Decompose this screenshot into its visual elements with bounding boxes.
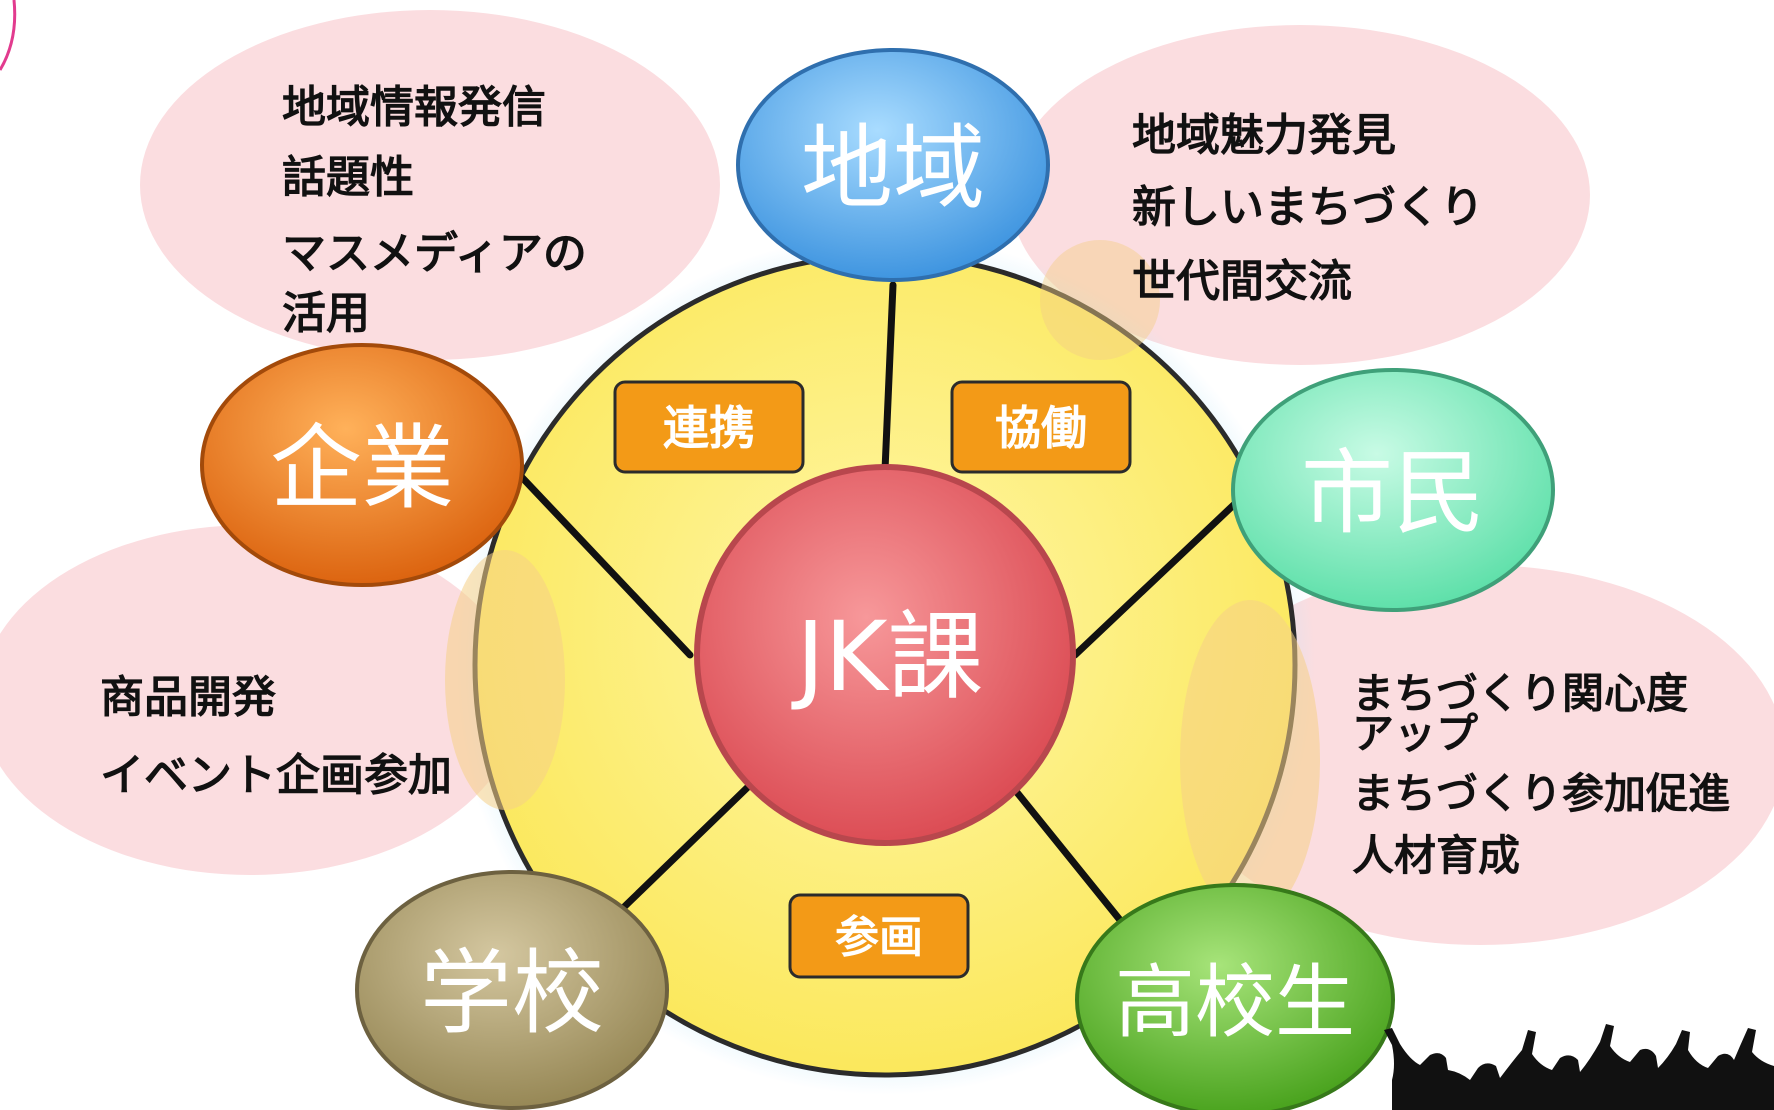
node-kigyo-label: 企業 [270, 415, 454, 522]
tag-renkei-label: 連携 [663, 401, 755, 455]
spoke-koukousei [1011, 786, 1124, 924]
center-node: JK課 [694, 464, 1076, 846]
hub-inner-shade-left [445, 550, 565, 810]
benefit-text-bottom-right: まちづくり関心度 アップ まちづくり参加促進 人材育成 [1352, 669, 1730, 880]
benefit-text-top-left: 地域情報発信 話題性 マスメディアの 活用 [282, 82, 587, 339]
node-koukousei-label: 高校生 [1115, 956, 1355, 1049]
spoke-kigyo [511, 466, 694, 659]
benefit-bottom-left-line-2: イベント企画参加 [100, 750, 452, 801]
benefit-top-right-line-2: 新しいまちづくり [1132, 182, 1484, 233]
spoke-shimin [1071, 476, 1264, 659]
node-shimin: 市民 [1231, 368, 1555, 612]
benefit-top-left-line-3: マスメディアの [282, 228, 587, 279]
node-gakko-label: 学校 [420, 940, 604, 1047]
benefit-bottom-left-line-1: 商品開発 [100, 672, 277, 723]
benefit-top-left-line-1: 地域情報発信 [282, 82, 546, 133]
benefit-bubble-top-right [1010, 25, 1590, 365]
benefit-bottom-right-line-2: アップ [1352, 709, 1478, 758]
benefit-bubble-bottom-right [1175, 565, 1774, 945]
benefit-text-bottom-left: 商品開発 イベント企画参加 [100, 672, 452, 801]
node-chiiki: 地域 [736, 48, 1050, 282]
tag-kyodo-label: 協働 [995, 401, 1087, 455]
benefit-bubble-bottom-left [0, 525, 520, 875]
spokes [511, 281, 1264, 944]
benefit-bottom-right-line-4: 人材育成 [1352, 831, 1520, 880]
benefit-top-right-line-3: 世代間交流 [1132, 256, 1352, 307]
crowd-silhouette-icon [1384, 1024, 1774, 1110]
benefit-top-left-line-4: 活用 [282, 288, 370, 339]
node-gakko: 学校 [355, 870, 669, 1110]
tag-renkei: 連携 [613, 380, 805, 474]
tag-sankaku-label: 参画 [835, 912, 923, 963]
benefit-text-top-right: 地域魅力発見 新しいまちづくり 世代間交流 [1132, 110, 1484, 307]
node-shimin-label: 市民 [1301, 440, 1485, 547]
tag-kyodo: 協働 [950, 380, 1132, 474]
tag-sankaku: 参画 [788, 893, 970, 979]
benefit-bottom-right-line-1: まちづくり関心度 [1352, 669, 1688, 718]
hub-inner-shade-top-right [1040, 240, 1160, 360]
benefit-top-left-line-2: 話題性 [282, 152, 414, 203]
corner-decoration [0, 0, 17, 71]
benefit-bottom-right-line-3: まちづくり参加促進 [1352, 769, 1730, 818]
benefit-top-right-line-1: 地域魅力発見 [1132, 110, 1396, 161]
node-kigyo: 企業 [200, 343, 524, 587]
spoke-chiiki [881, 281, 897, 474]
node-chiiki-label: 地域 [801, 115, 985, 222]
hub-inner-shade-right [1180, 600, 1320, 920]
node-koukousei: 高校生 [1075, 883, 1395, 1110]
center-node-label: JK課 [791, 601, 983, 713]
benefit-bubble-top-left [140, 10, 720, 360]
